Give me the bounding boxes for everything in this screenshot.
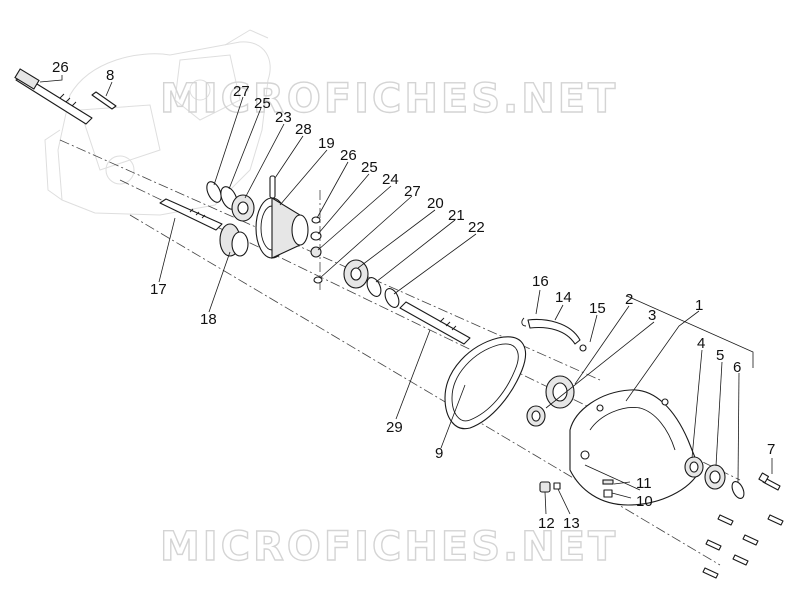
callout-25: 26 <box>340 147 357 164</box>
pin-27 <box>269 175 276 199</box>
oil-seal <box>545 375 575 409</box>
callout-13: 13 <box>563 515 580 532</box>
callout-7: 7 <box>767 441 775 458</box>
filler-plug <box>539 481 561 493</box>
cover-screws <box>702 514 784 579</box>
callout-8: 8 <box>106 67 114 84</box>
circlip-left <box>206 181 222 203</box>
bearing-right <box>343 259 369 289</box>
pinion-gear <box>219 223 249 257</box>
callout-17: 17 <box>150 281 167 298</box>
intermediate-shaft <box>159 198 223 231</box>
output-shaft <box>14 68 93 125</box>
callout-10: 10 <box>636 493 653 510</box>
callout-9: 9 <box>435 445 443 462</box>
callout-29: 29 <box>386 419 403 436</box>
callout-14: 14 <box>555 289 572 306</box>
breather-tube <box>521 317 587 352</box>
cover-bearing <box>526 405 546 427</box>
callout-19: 19 <box>318 135 335 152</box>
callout-22-lower: 22 <box>468 219 485 236</box>
callout-20-lower: 20 <box>427 195 444 212</box>
engine-casing-ghost <box>44 29 271 216</box>
callout-3: 3 <box>648 307 656 324</box>
bearing-left <box>231 194 255 222</box>
dowel-pin <box>91 91 117 110</box>
cover-gasket <box>444 336 526 430</box>
callout-23: 24 <box>382 171 399 188</box>
transmission-cover <box>569 389 701 506</box>
circlip-right <box>384 288 400 308</box>
callout-18: 18 <box>200 311 217 328</box>
callout-12: 12 <box>538 515 555 532</box>
watermark-bottom: MICROFICHES.NET <box>160 524 618 570</box>
callout-27: 28 <box>295 121 312 138</box>
cover-seal-4 <box>684 456 704 478</box>
callout-5: 5 <box>716 347 724 364</box>
callout-2: 2 <box>625 291 633 308</box>
callout-26: 27 <box>404 183 421 200</box>
callout-20-upper: 23 <box>275 109 292 126</box>
cover-bearing-5 <box>704 464 726 490</box>
callout-28: 26 <box>52 59 69 76</box>
screw-7 <box>758 472 781 491</box>
drain-screw <box>602 479 614 498</box>
small-gears-set <box>310 216 323 284</box>
callout-22-upper: 27 <box>233 83 250 100</box>
callout-11: 11 <box>636 475 652 492</box>
callout-6: 6 <box>733 359 741 376</box>
shim-ring-right <box>366 277 382 297</box>
callout-21-lower: 21 <box>448 207 465 224</box>
callout-15: 15 <box>589 300 606 317</box>
callout-1: 1 <box>695 297 703 314</box>
callout-24: 25 <box>361 159 378 176</box>
callout-4: 4 <box>697 335 705 352</box>
callout-16: 16 <box>532 273 549 290</box>
circlip-6 <box>731 481 745 499</box>
callout-21-upper: 25 <box>254 95 271 112</box>
wheel-axle <box>399 301 471 345</box>
watermark-top: MICROFICHES.NET <box>160 76 618 122</box>
crown-gear <box>255 197 309 259</box>
leader-lines <box>39 75 773 515</box>
callout-labels: 26 8 27 25 23 28 19 26 25 24 27 20 21 22… <box>52 59 775 532</box>
